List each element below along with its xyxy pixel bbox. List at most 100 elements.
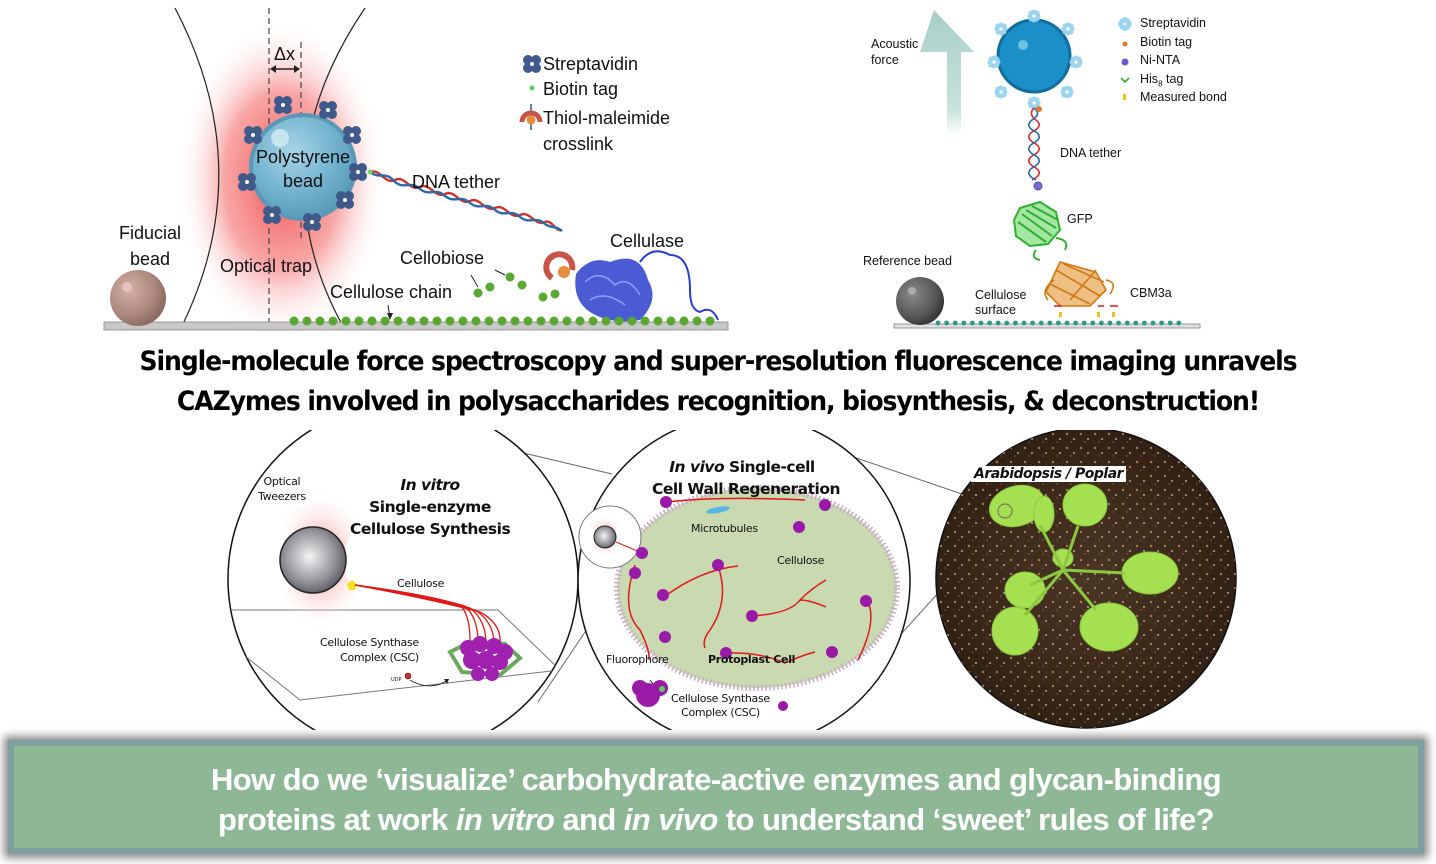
microtubules-label: Microtubules [691, 522, 758, 535]
measured-bond [1059, 312, 1062, 317]
cellulose-surface-label: Cellulose surface [975, 288, 1026, 318]
surface-glucose-unit [1013, 320, 1018, 326]
thiol-maleimide-crosslink [543, 251, 576, 281]
surface-glucose-unit [978, 320, 984, 326]
fiducial-bead [110, 270, 166, 326]
surface-glucose-unit [1142, 320, 1147, 326]
gfp-protein [1012, 200, 1068, 261]
question-line2-a: proteins at work [217, 802, 456, 837]
glucose-unit [367, 316, 377, 326]
cellulose-surface-dots [935, 320, 1182, 326]
question-line2-c: and [554, 802, 624, 837]
surface-glucose-unit [1099, 320, 1104, 326]
streptavidin-molecules [987, 9, 1083, 110]
acoustic-force-illustration [893, 9, 1201, 329]
glucose-unit [328, 316, 338, 326]
surface-glucose-unit [944, 320, 949, 326]
surface-glucose-unit [1081, 320, 1087, 326]
question-line1: How do we ‘visualize’ carbohydrate-activ… [210, 762, 1222, 797]
acoustic-force-line2: force [871, 53, 899, 67]
cellulose-surface-line1: Cellulose [975, 288, 1027, 302]
in-vitro-csc-label: Cellulose Synthase Complex (CSC) [320, 635, 419, 665]
in-vivo-title-line1: In vivo Single-cell [652, 456, 832, 478]
streptavidin-molecules [238, 96, 367, 231]
surface-glucose-unit [1167, 320, 1173, 326]
glucose-unit [536, 316, 546, 326]
streptavidin-molecule [1069, 55, 1083, 69]
his-tag-suffix: tag [1162, 72, 1184, 86]
surface-glucose-unit [961, 320, 967, 326]
surface-glucose-unit [1073, 320, 1078, 326]
surface-glucose-unit [1038, 320, 1044, 326]
surface-glucose-unit [995, 320, 1001, 326]
question-in-vitro: in vitro [455, 802, 555, 837]
protoplast-cell [614, 485, 900, 691]
streptavidin-molecule [994, 85, 1008, 99]
glucose-unit [549, 316, 559, 326]
protoplast-cell-label: Protoplast Cell [708, 653, 796, 666]
legend-streptavidin-label: Streptavidin [1140, 16, 1207, 30]
cellulase-enzyme [575, 250, 719, 322]
reference-bead [896, 277, 944, 325]
glucose-unit [614, 316, 624, 326]
glucose-unit [445, 316, 455, 326]
polystyrene-label-line2: bead [282, 171, 324, 191]
in-vivo-title-rest: Single-cell [724, 458, 815, 476]
glucose-unit [627, 316, 637, 326]
in-vivo-title-italic: In vivo [669, 458, 725, 476]
surface-glucose-unit [1124, 320, 1130, 326]
coverslip-plane [228, 609, 562, 701]
glucose-unit [393, 316, 403, 326]
surface-glucose-unit [952, 320, 958, 326]
glucose-unit [302, 316, 312, 326]
headline: Single-molecule force spectroscopy and s… [50, 342, 1385, 422]
in-vitro-csc-line2: Complex (CSC) [340, 651, 419, 664]
glucose-unit [679, 316, 689, 326]
trapped-bead [279, 526, 347, 594]
legend-his-tag-icon [1120, 77, 1130, 84]
optical-trap-panel: Δx Polystyrene bead Fiducial bead Optica… [0, 0, 760, 340]
dna-tether-label: DNA tether [1060, 146, 1122, 160]
legend-streptavidin-label: Streptavidin [543, 54, 639, 74]
glucose-unit [484, 316, 494, 326]
cellobiose-molecules [473, 272, 560, 302]
polystyrene-label-line1: Polystyrene [255, 147, 351, 167]
in-vitro-title: In vitro Single-enzyme Cellulose Synthes… [350, 474, 511, 540]
surface-glucose-unit [1159, 320, 1164, 326]
reference-bead-label: Reference bead [863, 254, 952, 268]
glucose-unit [471, 316, 481, 326]
glass-surface [103, 321, 729, 331]
cellulase-label: Cellulase [610, 231, 685, 251]
glucose-unit [666, 316, 676, 326]
question-line2: proteins at work in vitro and in vivo to… [14, 800, 1418, 840]
acoustic-force-arrow [920, 10, 974, 135]
glucose-unit [315, 316, 325, 326]
cellulose-surface-base [893, 323, 1201, 329]
in-vitro-title-line2: Single-enzyme [369, 498, 491, 516]
in-vivo-csc-label: Cellulose Synthase Complex (CSC) [671, 692, 770, 720]
question-line2-e: to understand ‘sweet’ rules of life? [717, 802, 1215, 837]
acoustic-force-label: Acoustic force [871, 36, 918, 68]
cellulose-chain-label: Cellulose chain [330, 282, 453, 302]
surface-glucose-unit [1047, 320, 1053, 326]
legend-his-tag-label: His8 tag [1140, 72, 1183, 89]
circles-panel: Optical Tweezers In vitro Single-enzyme … [0, 430, 1436, 730]
trap-boundary-left [174, 7, 220, 331]
streptavidin-molecule [1061, 22, 1075, 36]
surface-glucose-unit [1090, 320, 1096, 326]
legend-measured-bond-label: Measured bond [1140, 90, 1227, 104]
glucose-unit [458, 316, 468, 326]
in-vivo-csc-line2: Complex (CSC) [681, 706, 760, 719]
glucose-unit [653, 316, 663, 326]
cellulose-surface-line2: surface [975, 303, 1016, 317]
legend-ni-nta-label: Ni-NTA [1140, 53, 1181, 67]
streptavidin-molecule [987, 55, 1001, 69]
glucose-unit [432, 316, 442, 326]
in-vivo-title: In vivo Single-cell Cell Wall Regenerati… [652, 456, 841, 500]
acoustic-force-panel: Acoustic force DNA tether GFP CBM3a Refe… [860, 0, 1260, 340]
optical-tweezers-line1: Optical [263, 475, 301, 488]
csc-particles [629, 496, 872, 711]
glucose-unit [419, 316, 429, 326]
research-question: How do we ‘visualize’ carbohydrate-activ… [14, 760, 1418, 840]
research-question-box: How do we ‘visualize’ carbohydrate-activ… [8, 740, 1424, 854]
